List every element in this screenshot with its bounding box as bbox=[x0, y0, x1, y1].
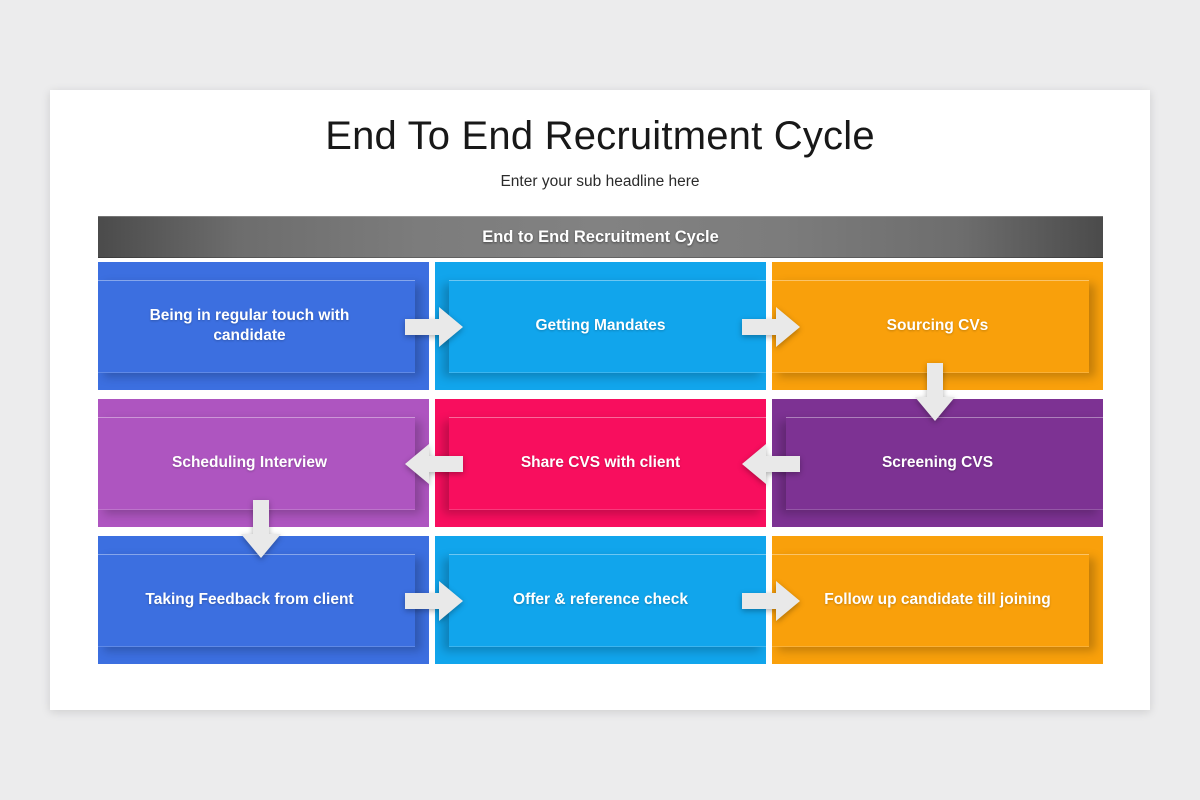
page-subtitle: Enter your sub headline here bbox=[500, 173, 700, 190]
process-box-label: Share CVS with client bbox=[520, 453, 681, 471]
process-box-6[interactable]: Screening CVS bbox=[772, 399, 1103, 527]
process-box-label: Taking Feedback from client bbox=[145, 590, 354, 608]
arrow-step6-step5-icon bbox=[742, 444, 800, 484]
process-box-panel bbox=[449, 417, 766, 510]
process-box-label: Screening CVS bbox=[881, 453, 994, 471]
arrow-step4-step7-icon bbox=[241, 500, 281, 558]
process-box-label: Offer & reference check bbox=[513, 590, 688, 608]
process-box-5[interactable]: Share CVS with client bbox=[435, 399, 766, 527]
arrow-step7-step8-icon bbox=[405, 581, 463, 621]
page-title: End To End Recruitment Cycle bbox=[325, 114, 875, 158]
process-box-panel bbox=[98, 417, 415, 510]
process-box-panel bbox=[786, 417, 1103, 510]
process-box-8[interactable]: Offer & reference check bbox=[435, 536, 766, 664]
arrow-step3-step6-icon bbox=[915, 363, 955, 421]
process-box-label: Follow up candidate till joining bbox=[824, 590, 1051, 608]
diagram-header-label: End to End Recruitment Cycle bbox=[482, 228, 719, 246]
process-box-7[interactable]: Taking Feedback from client bbox=[98, 536, 429, 664]
process-grid: Being in regular touch with candidate Get… bbox=[98, 262, 1103, 664]
process-box-panel bbox=[772, 554, 1089, 647]
process-box-label: Being in regular touch with candidate bbox=[149, 306, 350, 344]
process-box-2[interactable]: Getting Mandates bbox=[435, 262, 766, 390]
slide-canvas: End To End Recruitment Cycle Enter your … bbox=[50, 90, 1150, 710]
recruitment-cycle-diagram: End to End Recruitment Cycle Being in re… bbox=[98, 216, 1103, 664]
process-box-9[interactable]: Follow up candidate till joining bbox=[772, 536, 1103, 664]
process-box-panel bbox=[98, 280, 415, 373]
process-box-label: Scheduling Interview bbox=[171, 453, 328, 471]
process-box-label: Sourcing CVs bbox=[886, 316, 989, 334]
arrow-step5-step4-icon bbox=[405, 444, 463, 484]
process-box-label: Getting Mandates bbox=[535, 316, 666, 334]
diagram-header-band: End to End Recruitment Cycle bbox=[98, 216, 1103, 258]
process-box-panel bbox=[449, 554, 766, 647]
process-box-panel bbox=[98, 554, 415, 647]
arrow-step8-step9-icon bbox=[742, 581, 800, 621]
process-box-panel bbox=[449, 280, 766, 373]
process-box-1[interactable]: Being in regular touch with candidate bbox=[98, 262, 429, 390]
arrow-step1-step2-icon bbox=[405, 307, 463, 347]
arrow-step2-step3-icon bbox=[742, 307, 800, 347]
